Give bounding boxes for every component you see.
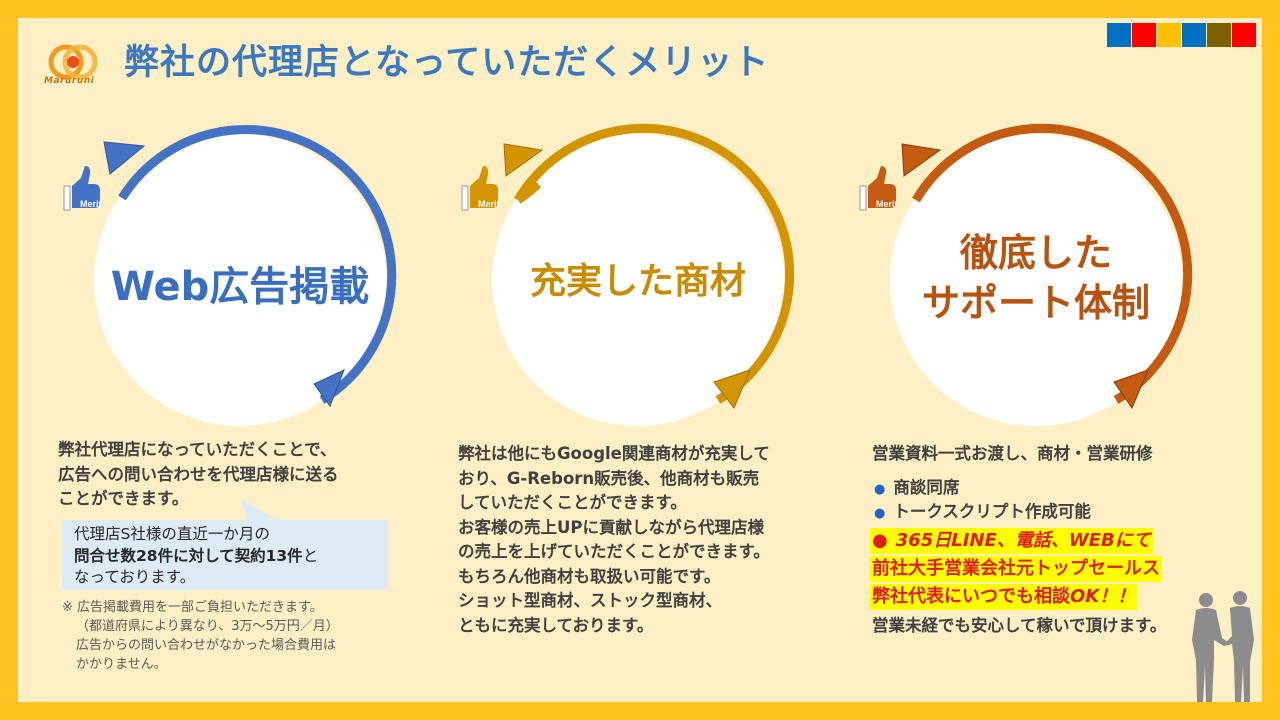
- callout-text: と: [302, 546, 319, 565]
- highlight-line-1: ● 365日LINE、電話、WEBにて: [870, 528, 1153, 554]
- swatch-brown: [1207, 23, 1231, 47]
- logo-text: Maruruni: [44, 76, 95, 86]
- description-line: おり、G-Reborn販売後、他商材も販売: [458, 468, 760, 488]
- callout-bold-text: 問合せ数28件に対して契約13件: [74, 546, 303, 565]
- description-line: 広告への問い合わせを代理店様に送る: [58, 464, 339, 484]
- callout-box: 代理店S社様の直近一か月の 問合せ数28件に対して契約13件と なっております。: [62, 520, 388, 590]
- bullet-text: 商談同席: [893, 478, 960, 497]
- swatch-blue: [1107, 23, 1131, 47]
- slide: Maruruni 弊社の代理店となっていただくメリット: [18, 18, 1262, 702]
- note-line: （都道府県により異なり、3万〜5万円／月）: [76, 619, 339, 634]
- merit-description-support: 営業資料一式お渡し、商材・営業研修: [872, 442, 1153, 467]
- bullet-text: トークスクリプト作成可能: [893, 502, 1091, 521]
- support-bullet-meeting: ● 商談同席: [874, 474, 959, 498]
- cost-note: ※ 広告掲載費用を一部ご負担いただきます。 （都道府県により異なり、3万〜5万円…: [62, 598, 339, 674]
- highlight-text: OK！！: [1070, 586, 1136, 607]
- description-line: ともに充実しております。: [458, 615, 654, 635]
- merit-badge-2: Merit: [478, 199, 500, 209]
- description-line: お客様の売上UPに貢献しながら代理店様: [458, 517, 764, 537]
- description-line: 営業資料一式お渡し、商材・営業研修: [872, 444, 1153, 463]
- description-line: 弊社代理店になっていただくことで、: [58, 440, 337, 459]
- swatch-blue: [1182, 23, 1206, 47]
- merit-badge-3: Merit: [876, 199, 898, 209]
- swatch-yellow: [1157, 23, 1181, 47]
- merit-label-products: 充実した商材: [529, 261, 746, 302]
- support-closing: 営業未経でも安心して稼いで頂けます。: [872, 616, 1167, 635]
- merit-label-support-2: サポート体制: [921, 281, 1150, 325]
- page-title: 弊社の代理店となっていただくメリット: [124, 43, 770, 83]
- color-swatches: [1107, 23, 1256, 47]
- merit-label-support-1: 徹底した: [959, 231, 1112, 275]
- handshake-silhouette-icon: [1192, 591, 1254, 702]
- bullet-dot-icon: ●: [874, 506, 886, 521]
- swatch-red: [1132, 23, 1156, 47]
- merit-ring-web: [63, 125, 397, 426]
- description-line: の売上を上げていただくことができます。: [458, 542, 770, 561]
- highlight-text: 365日LINE、電話、WEBにて: [895, 530, 1151, 551]
- merit-description-web: 弊社代理店になっていただくことで、 広告への問い合わせを代理店様に送る ことがで…: [58, 438, 339, 512]
- merit-label-web: Web広告掲載: [110, 264, 370, 310]
- note-line: ※ 広告掲載費用を一部ご負担いただきます。: [62, 600, 323, 615]
- merit-rings: Merit Merit Merit: [63, 123, 1193, 426]
- note-line: かかりません。: [76, 657, 167, 672]
- callout-tail: [240, 498, 276, 520]
- merit-description-products: 弊社は他にもGoogle関連商材が充実して おり、G-Reborn販売後、他商材…: [458, 442, 770, 638]
- description-line: していただくことができます。: [458, 493, 687, 512]
- highlight-text: 弊社代表にいつでも相談: [872, 586, 1070, 607]
- description-line: 弊社は他にもGoogle関連商材が充実して: [458, 444, 770, 463]
- company-logo: [48, 44, 98, 80]
- note-line: 広告からの問い合わせがなかった場合費用は: [76, 638, 337, 653]
- description-line: ことができます。: [58, 489, 189, 508]
- bullet-dot-icon: ●: [874, 482, 886, 497]
- description-line: もちろん他商材も取扱い可能です。: [458, 566, 721, 586]
- highlight-line-2: 前社大手営業会社元トップセールス: [870, 556, 1162, 582]
- highlight-line-3: 弊社代表にいつでも相談OK！！: [870, 584, 1138, 610]
- highlight-bullet-icon: ●: [872, 530, 888, 551]
- callout-line: 代理店S社様の直近一か月の: [74, 525, 270, 543]
- swatch-red: [1232, 23, 1256, 47]
- support-bullet-script: ● トークスクリプト作成可能: [874, 498, 1091, 522]
- description-line: ショット型商材、ストック型商材、: [458, 591, 722, 610]
- merit-ring-support: [859, 123, 1193, 426]
- merit-ring-products: [461, 123, 795, 426]
- callout-line: なっております。: [74, 568, 196, 586]
- merit-badge-1: Merit: [80, 199, 102, 209]
